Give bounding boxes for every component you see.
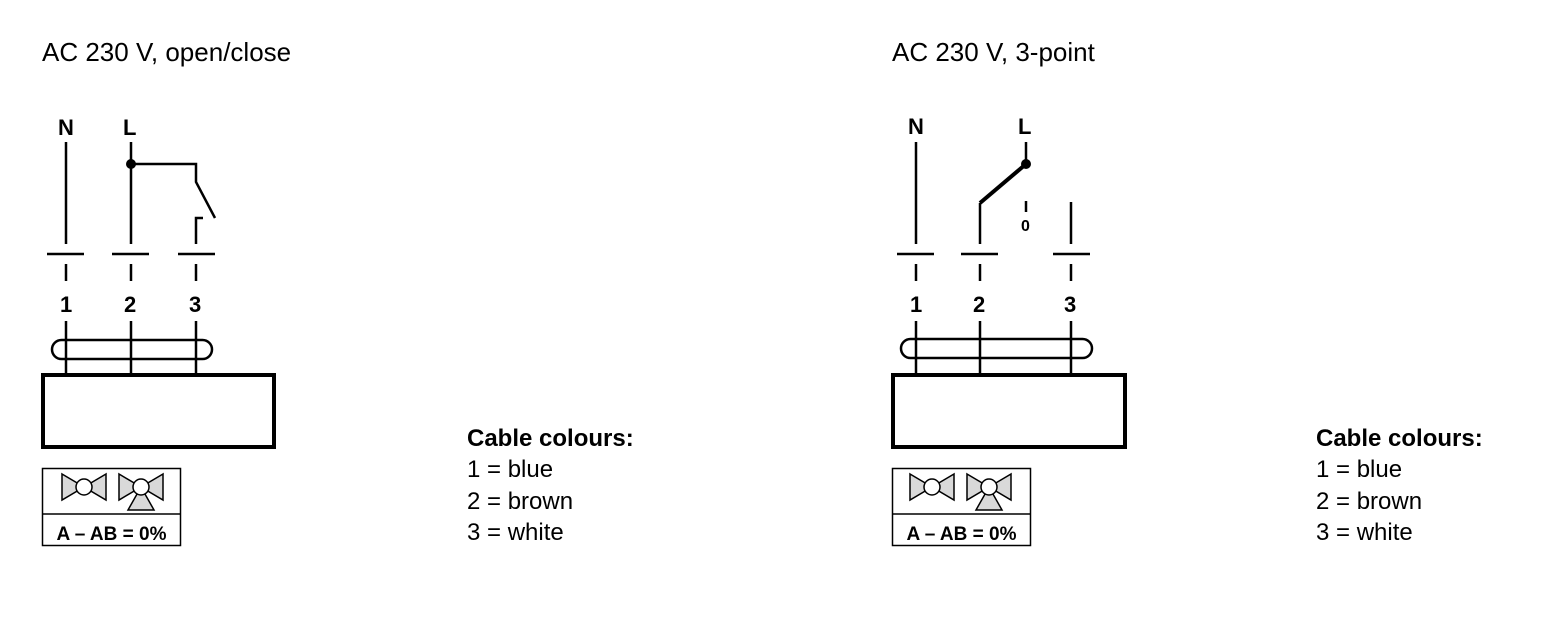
badge-label: A – AB = 0% bbox=[57, 524, 167, 545]
terminal-label-3: 3 bbox=[1064, 292, 1076, 317]
actuator-box bbox=[891, 373, 1127, 449]
valve-badge: A – AB = 0% bbox=[891, 467, 1032, 547]
terminal-connectors bbox=[47, 252, 215, 281]
cable-colour-legend: Cable colours: 1 = blue 2 = brown 3 = wh… bbox=[1316, 425, 1483, 546]
off-position-label: 0 bbox=[1021, 218, 1030, 235]
legend-item: 3 = white bbox=[1316, 519, 1413, 546]
legend-item: 3 = white bbox=[467, 519, 564, 546]
terminal-connectors bbox=[897, 252, 1090, 281]
actuator-box bbox=[41, 373, 276, 449]
supply-label-n: N bbox=[908, 114, 924, 139]
legend-heading: Cable colours: bbox=[467, 425, 634, 452]
supply-label-l: L bbox=[123, 115, 136, 140]
badge-label: A – AB = 0% bbox=[907, 524, 1017, 545]
legend-item: 1 = blue bbox=[1316, 456, 1402, 483]
terminal-label-1: 1 bbox=[910, 292, 922, 317]
two-way-valve-icon bbox=[909, 472, 955, 502]
switch-terminal-lead bbox=[194, 216, 203, 244]
diagram-3-point: AC 230 V, 3-point N L 0 1 2 3 bbox=[891, 37, 1483, 547]
legend-item: 2 = brown bbox=[467, 488, 573, 515]
switch-contact bbox=[131, 162, 217, 219]
terminal-label-1: 1 bbox=[60, 292, 72, 317]
legend-item: 1 = blue bbox=[467, 456, 553, 483]
switch-blade bbox=[978, 162, 1028, 205]
valve-badge: A – AB = 0% bbox=[41, 467, 182, 547]
diagram-title: AC 230 V, 3-point bbox=[892, 37, 1096, 67]
cable-colour-legend: Cable colours: 1 = blue 2 = brown 3 = wh… bbox=[467, 425, 634, 546]
cable-sheath bbox=[899, 337, 1094, 360]
diagram-open-close: AC 230 V, open/close N L 1 2 3 bbox=[41, 37, 634, 547]
terminal-label-2: 2 bbox=[124, 292, 136, 317]
terminal-label-2: 2 bbox=[973, 292, 985, 317]
legend-heading: Cable colours: bbox=[1316, 425, 1483, 452]
diagram-title: AC 230 V, open/close bbox=[42, 37, 291, 67]
terminal-label-3: 3 bbox=[189, 292, 201, 317]
supply-label-n: N bbox=[58, 115, 74, 140]
supply-label-l: L bbox=[1018, 114, 1031, 139]
two-way-valve-icon bbox=[61, 472, 107, 502]
three-way-valve-icon bbox=[118, 472, 164, 511]
three-way-valve-icon bbox=[966, 472, 1012, 511]
legend-item: 2 = brown bbox=[1316, 488, 1422, 515]
